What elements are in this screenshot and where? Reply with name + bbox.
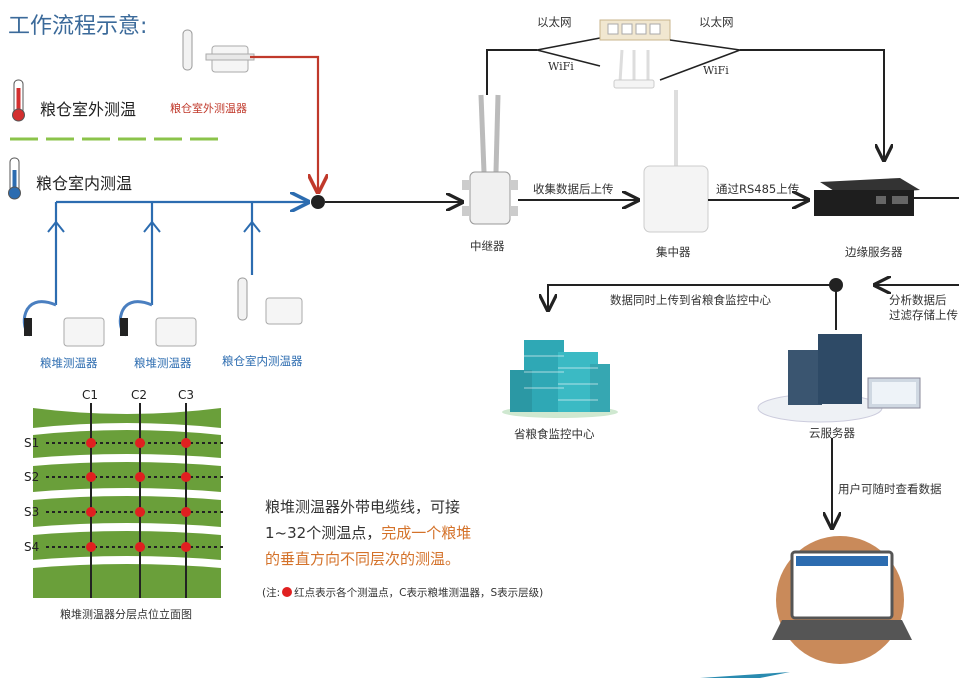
to-provincial-arrow [548,284,836,310]
user-view-caption: 用户可随时查看数据 [838,482,942,496]
thermometer-icon-outside [12,79,25,122]
wifi-label-left: WiFi [548,60,574,73]
repeater-uplink-line [486,49,537,95]
red-dot-icon [282,587,293,597]
note: (注: 红点表示各个测温点，C表示粮堆测温器，S表示层级) [262,585,543,600]
ethernet-label-left: 以太网 [537,15,572,29]
grid-column-label: C1 [82,388,99,402]
wifi-label-right: WiFi [703,64,729,77]
switch-icon [599,19,671,41]
inside-sensor-icon [237,277,303,325]
grid-column-label: C3 [178,388,195,402]
page-title: 工作流程示意: [8,14,148,39]
pile-sensor-1-icon [22,300,105,347]
grid-row-label: S1 [24,436,40,450]
analyze-caption-line2: 过滤存储上传 [889,308,958,322]
wifi-router-icon [613,49,655,89]
pile-sensor-1-caption: 粮堆测温器 [40,356,98,370]
description-line1: 粮堆测温器外带电缆线，可接 [265,498,461,516]
upload-provincial-caption: 数据同时上传到省粮食监控中心 [610,293,771,307]
grain-pile-grid [33,403,226,598]
ethernet-label-right: 以太网 [699,15,734,29]
repeater-caption: 中继器 [470,239,505,253]
cloud-server-icon [757,334,921,423]
edge-server-caption: 边缘服务器 [845,245,903,259]
grid-caption: 粮堆测温器分层点位立面图 [60,608,192,621]
grid-row-label: S2 [24,470,40,484]
junction-dot [311,195,325,209]
pile-sensor-2-icon [118,300,197,347]
analyze-caption-line1: 分析数据后 [889,293,947,307]
inside-sensor-caption: 粮仓室内测温器 [222,354,303,368]
note-prefix: (注: [262,587,281,599]
legend-outside-temp: 粮仓室外测温 [40,100,137,119]
description-line2: 1~32个测温点，完成一个粮堆 [265,522,471,543]
laptop-user-icon [772,536,912,664]
outside-sensor-line [250,55,318,192]
repeater-icon [462,94,518,225]
provincial-center-icon [502,340,618,418]
description-line2-a: 1~32个测温点， [265,524,382,542]
to-edge-downlink [740,49,884,160]
rs485-caption: 通过RS485上传 [716,182,800,196]
description-line3: 的垂直方向不同层次的测温。 [265,550,461,568]
outside-sensor-icon [182,29,255,73]
grid-row-label: S3 [24,505,40,519]
grid-row-label: S4 [24,540,40,554]
outside-sensor-caption: 粮仓室外测温器 [170,102,247,115]
description-line2-b: 完成一个粮堆 [381,524,472,542]
grid-column-label: C2 [131,388,148,402]
legend-inside-temp: 粮仓室内测温 [36,174,133,193]
thermometer-icon-inside [8,157,21,200]
edge-server-icon [814,178,920,216]
note-text: 红点表示各个测温点，C表示粮堆测温器，S表示层级) [294,587,544,599]
pile-sensor-2-caption: 粮堆测温器 [134,356,192,370]
concentrator-icon [643,90,709,233]
collect-upload-caption: 收集数据后上传 [533,182,614,196]
cloud-server-caption: 云服务器 [809,426,855,440]
concentrator-caption: 集中器 [656,245,691,259]
provincial-center-caption: 省粮食监控中心 [514,427,595,441]
